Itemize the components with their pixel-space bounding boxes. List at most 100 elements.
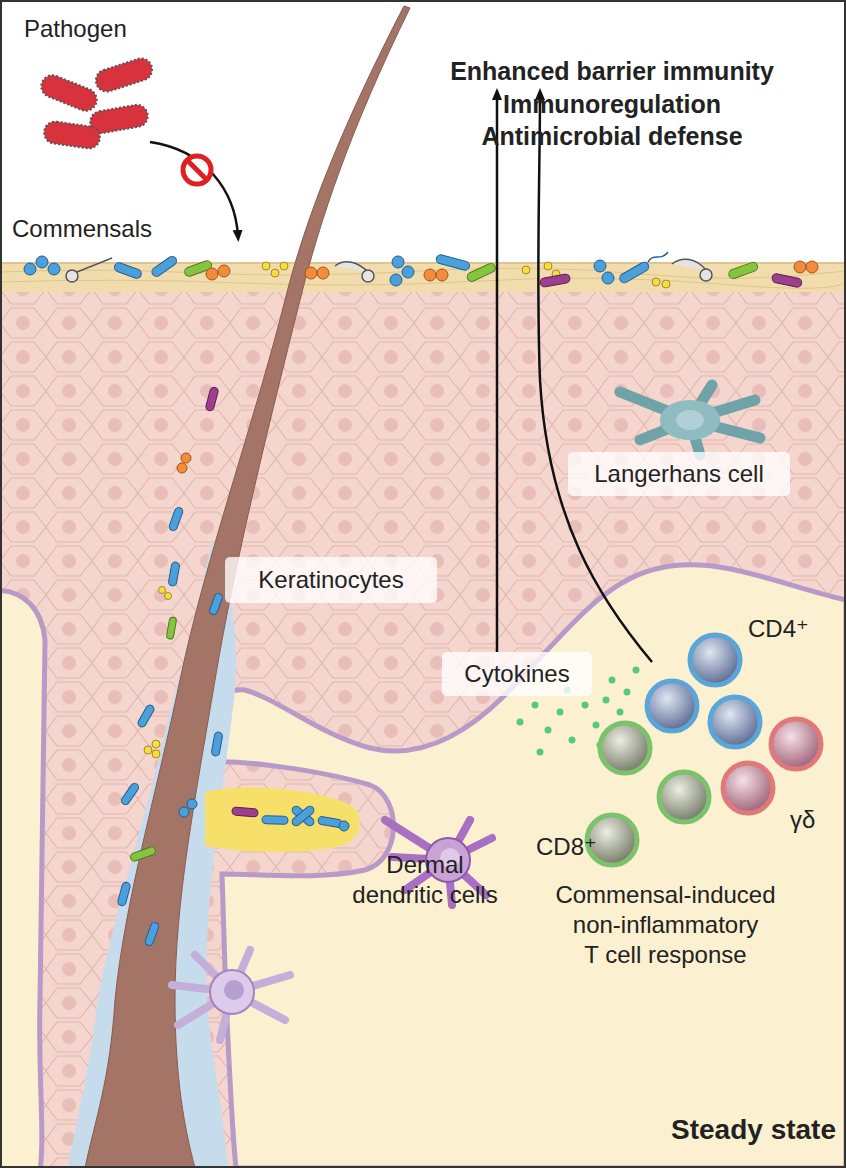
rod — [129, 846, 156, 862]
coccus — [280, 262, 288, 270]
coccus — [177, 463, 187, 473]
fungus-cell — [66, 270, 78, 282]
rod — [435, 254, 470, 271]
cd4-cell — [647, 681, 697, 731]
label-box: Keratinocytes — [225, 557, 437, 603]
cd4-cell — [710, 697, 760, 747]
prohibition-sign — [183, 156, 211, 184]
rod — [618, 261, 650, 285]
rod — [144, 921, 160, 946]
commensal-bacteria — [24, 252, 818, 288]
rod — [113, 261, 142, 279]
fungus-hypha — [335, 262, 368, 272]
fungus-hypha — [672, 259, 706, 270]
fungus-hypha — [72, 258, 112, 274]
rod — [137, 704, 156, 729]
coccus — [390, 274, 402, 286]
coccus — [806, 261, 818, 273]
coccus — [152, 740, 160, 748]
pathogen-rod — [89, 103, 150, 135]
dermal-dendritic-cell — [172, 950, 290, 1040]
nucleus — [676, 410, 704, 430]
coccus — [218, 265, 230, 277]
node-text: Langerhans cell — [594, 460, 763, 488]
tcell-arrow — [538, 94, 652, 662]
text-label: CD4⁺ — [748, 614, 828, 644]
text-label: γδ — [790, 805, 840, 835]
cell-body — [210, 970, 254, 1014]
rod — [168, 561, 180, 586]
cytokine — [609, 677, 616, 684]
coccus — [424, 269, 436, 281]
prohibition-bar — [187, 160, 207, 180]
rod — [120, 782, 140, 806]
coccus — [317, 267, 329, 279]
rod — [771, 273, 802, 288]
node-text: Keratinocytes — [258, 566, 403, 594]
rod — [540, 273, 571, 287]
rod — [262, 816, 288, 825]
fungus-cell — [362, 270, 374, 282]
coccus — [271, 269, 279, 277]
text-label: Immunoregulation — [392, 89, 832, 120]
label-box: Cytokines — [442, 652, 592, 696]
coccus — [159, 587, 166, 594]
text-label: Steady state — [660, 1112, 836, 1147]
text-label: Dermal dendritic cells — [345, 850, 505, 910]
cytokine — [557, 709, 564, 716]
cytokine — [532, 702, 539, 709]
coccus — [544, 262, 552, 270]
cd8-cell — [659, 772, 709, 822]
follicle-bacteria — [117, 386, 349, 946]
text-label: Enhanced barrier immunity — [392, 56, 832, 87]
node-text: Cytokines — [464, 660, 569, 688]
cytokine — [617, 709, 624, 716]
rod — [205, 386, 219, 411]
dendrite — [172, 950, 290, 1040]
coccus — [652, 278, 660, 286]
rod — [117, 881, 131, 906]
cytokine — [593, 722, 600, 729]
pathogen-bacteria — [38, 56, 155, 150]
coccus — [305, 267, 317, 279]
fungus-cell — [700, 269, 712, 281]
cytokine — [582, 702, 589, 709]
rod — [290, 805, 315, 828]
coccus — [152, 750, 160, 758]
stratum-corneum — [0, 262, 846, 292]
flagellum — [648, 252, 668, 262]
rod — [290, 805, 315, 828]
cytokine — [633, 667, 640, 674]
dermis-left — [0, 590, 45, 1168]
rod — [208, 592, 223, 615]
gd-cell — [771, 719, 821, 769]
rod — [728, 261, 759, 280]
coccus — [662, 280, 670, 288]
text-label: Commensal-induced non-inflammatory T cel… — [543, 880, 788, 970]
text-label: CD8⁺ — [536, 832, 616, 862]
langerhans-cell — [620, 385, 760, 455]
coccus — [402, 266, 414, 278]
coccus — [144, 746, 152, 754]
coccus — [36, 256, 48, 268]
pathogen-rod — [38, 72, 100, 114]
cytokine — [603, 697, 610, 704]
cytokine — [545, 727, 552, 734]
gd-cell — [723, 763, 773, 813]
dendrite — [620, 385, 760, 455]
cytokine — [537, 749, 544, 756]
coccus — [392, 256, 404, 268]
rod — [166, 617, 177, 640]
cytokine-arrow — [496, 94, 499, 652]
coccus — [181, 453, 191, 463]
dermis — [210, 565, 846, 1168]
t-cells — [587, 635, 821, 865]
rod — [466, 262, 497, 283]
coccus — [179, 807, 189, 817]
cytokine — [569, 737, 576, 744]
coccus — [262, 262, 270, 270]
pathogen-rod — [43, 120, 102, 150]
coccus — [206, 268, 218, 280]
coccus — [602, 272, 614, 284]
